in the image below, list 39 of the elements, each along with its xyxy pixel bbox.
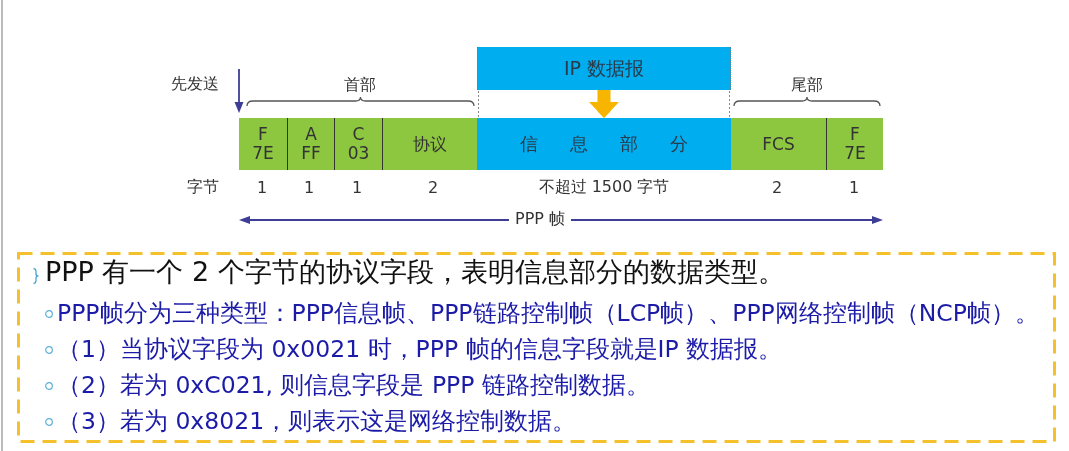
note-text: （3）若为 0x8021，则表示这是网络控制数据。 bbox=[57, 406, 577, 437]
field-label: FF bbox=[301, 144, 321, 163]
field-label: F bbox=[258, 125, 268, 144]
frame-field bbox=[382, 118, 477, 170]
note-text: PPP帧分为三种类型：PPP信息帧、PPP链路控制帧（LCP帧）、PPP网络控制帧（NCP帧）。 bbox=[57, 298, 1039, 329]
byte-count: 1 bbox=[256, 177, 268, 197]
byte-count: 1 bbox=[848, 177, 860, 197]
field-label: 信 息 部 分 bbox=[520, 132, 688, 156]
frame-field bbox=[287, 118, 334, 170]
field-label: C bbox=[352, 125, 365, 144]
field-label: F bbox=[850, 125, 860, 144]
field-label: A bbox=[305, 125, 317, 144]
field-label: 协议 bbox=[413, 134, 447, 154]
field-label: FCS bbox=[762, 134, 795, 154]
block-arrow bbox=[589, 90, 619, 118]
caption-text: 先发送 bbox=[171, 73, 219, 95]
field-label: 03 bbox=[347, 144, 370, 163]
field-label: IP 数据报 bbox=[563, 55, 645, 81]
ip-datagram-box bbox=[477, 47, 731, 90]
field-label: 7E bbox=[844, 144, 866, 163]
byte-count: 不超过 1500 字节 bbox=[538, 176, 670, 198]
byte-count: 2 bbox=[771, 177, 783, 197]
note-text: （2）若为 0xC021, 则信息字段是 PPP 链路控制数据。 bbox=[57, 370, 650, 401]
bracket-label: 尾部 bbox=[791, 74, 823, 96]
info-field bbox=[477, 118, 731, 170]
row-header: 字节 bbox=[187, 176, 219, 198]
bracket-label: 首部 bbox=[344, 74, 376, 96]
byte-count: 1 bbox=[303, 177, 315, 197]
frame-field bbox=[334, 118, 382, 170]
note-text: （1）当协议字段为 0x0021 时，PPP 帧的信息字段就是IP 数据报。 bbox=[57, 334, 783, 365]
frame-field bbox=[826, 118, 883, 170]
field-label: 7E bbox=[252, 144, 274, 163]
byte-count: 2 bbox=[427, 177, 439, 197]
byte-count: 1 bbox=[351, 177, 363, 197]
frame-field bbox=[239, 118, 287, 170]
dimension-label: PPP 帧 bbox=[509, 208, 571, 230]
note-heading: PPP 有一个 2 个字节的协议字段，表明信息部分的数据类型。 bbox=[45, 255, 785, 289]
note-box bbox=[17, 252, 1056, 443]
frame-field bbox=[731, 118, 826, 170]
